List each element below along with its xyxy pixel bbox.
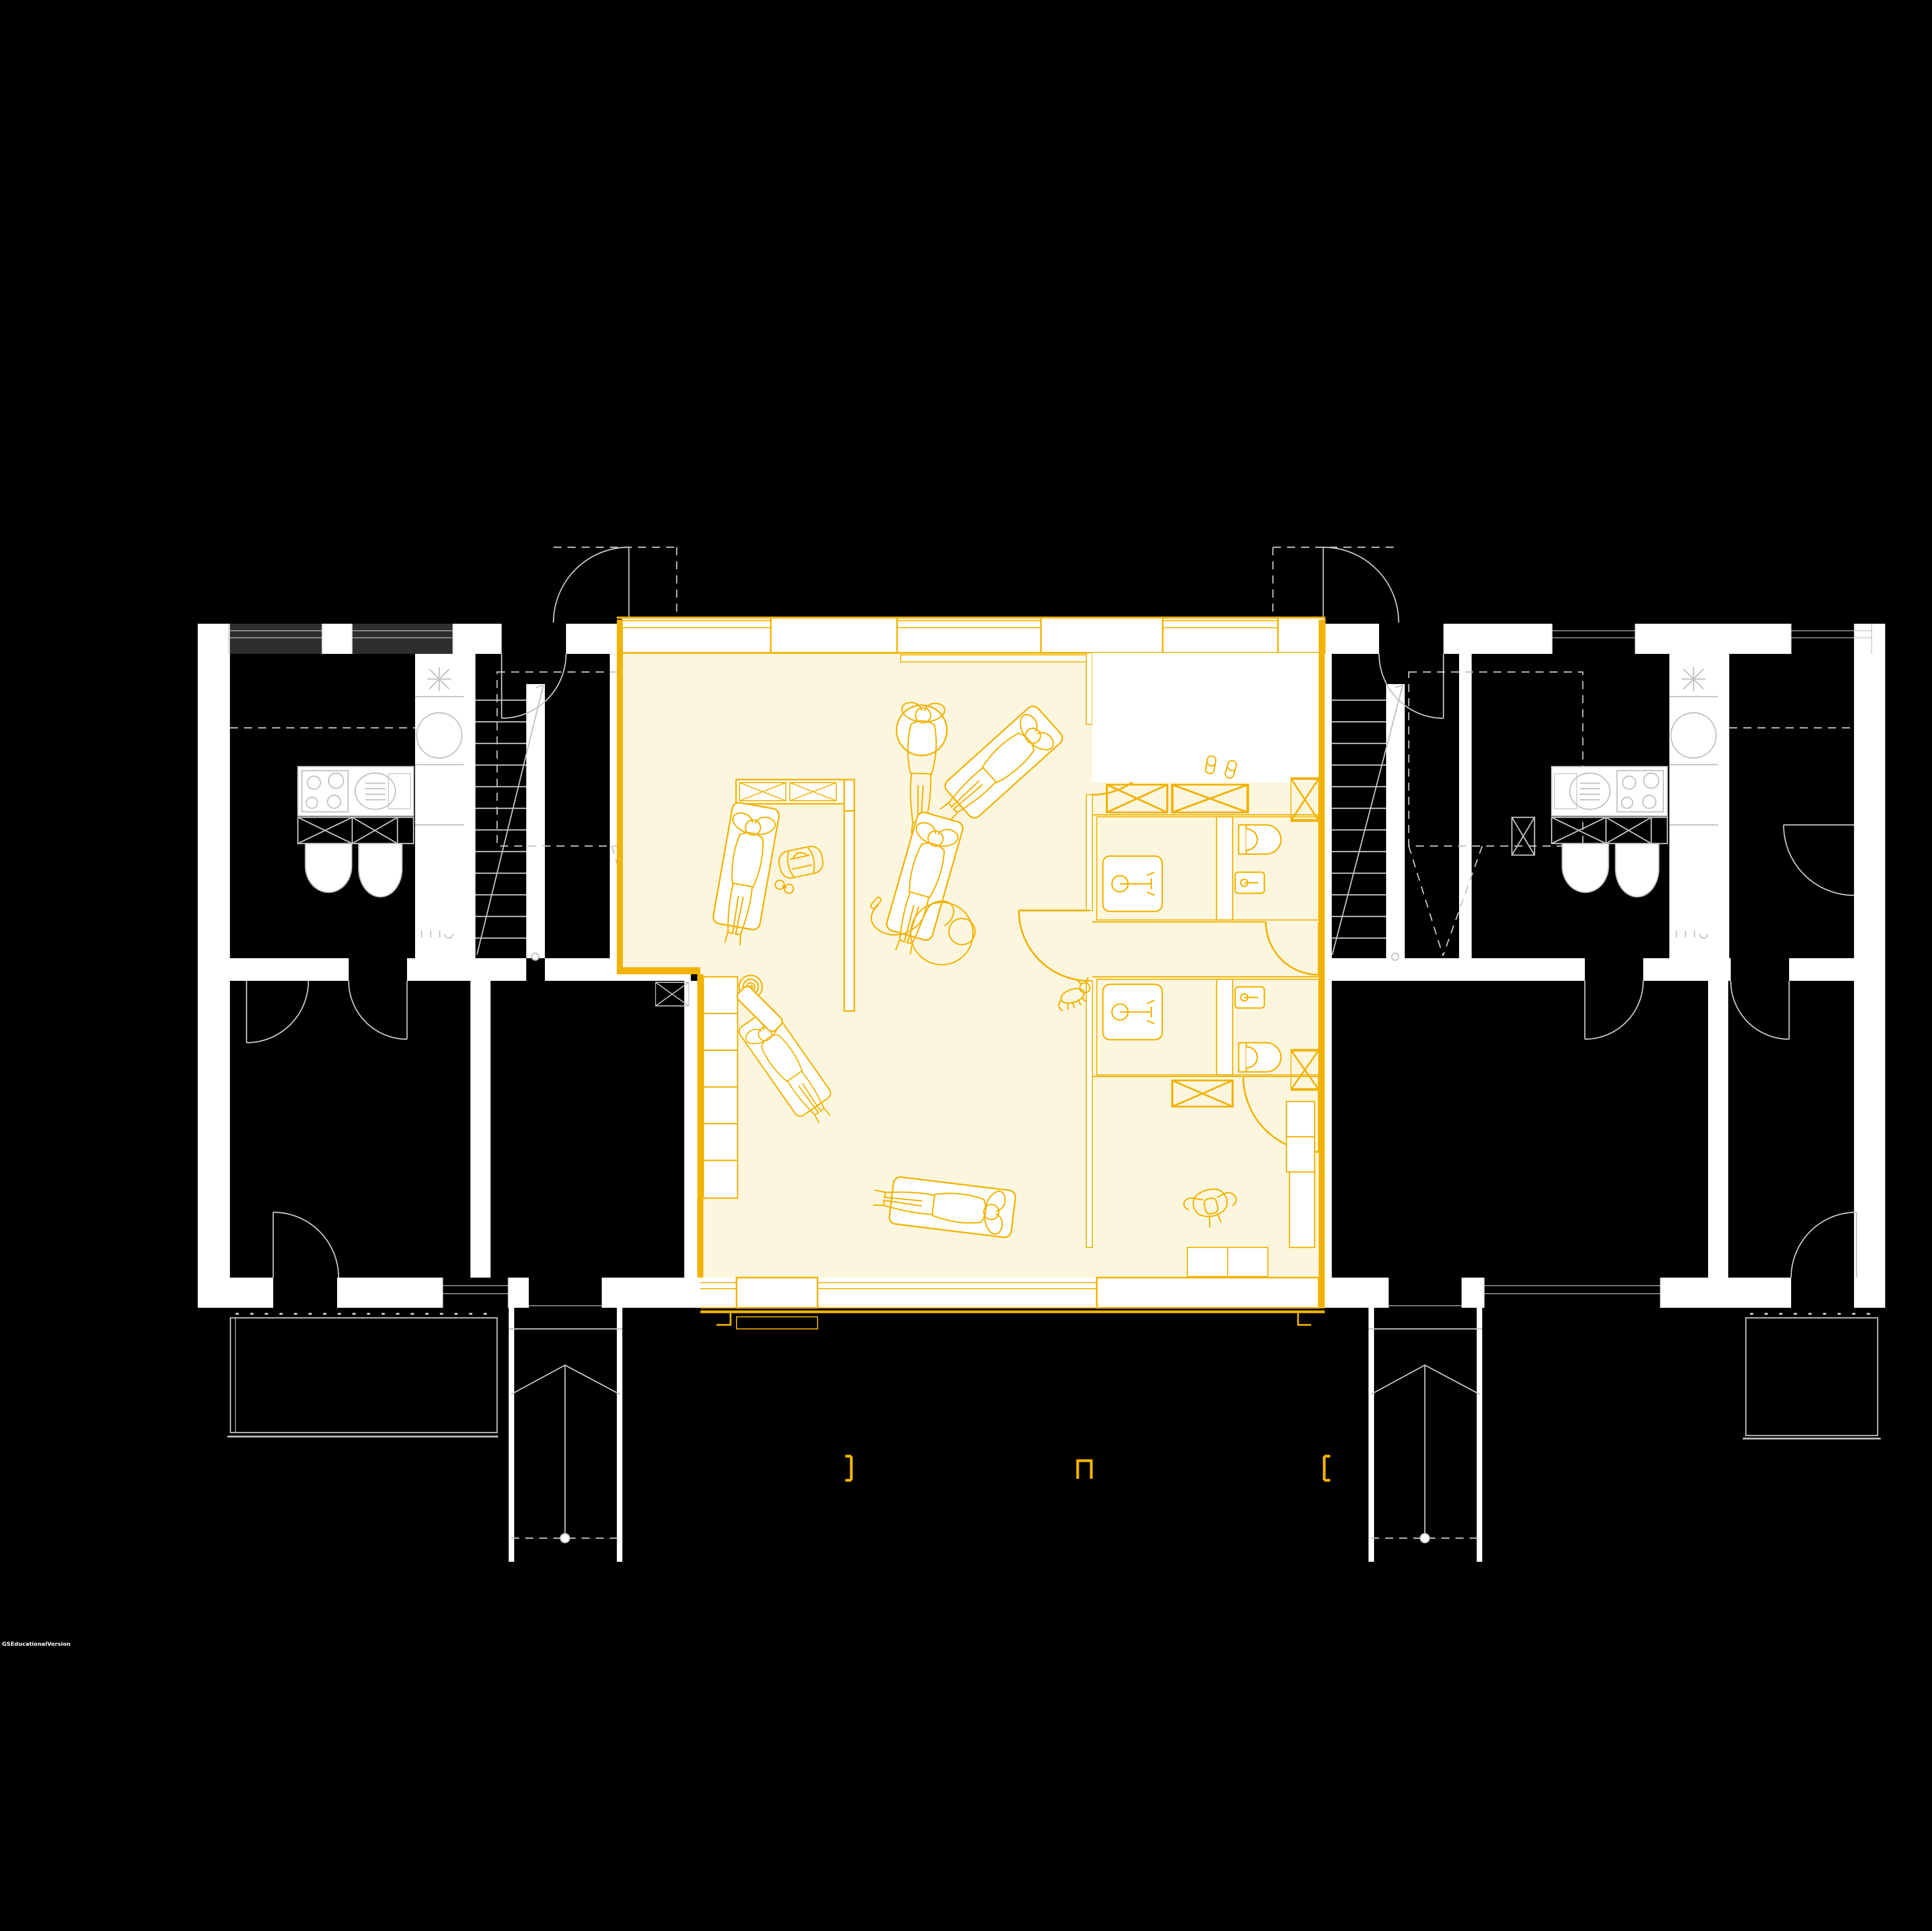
entry-porch-right: [1369, 1308, 1482, 1562]
kitchen-sink: [354, 772, 411, 810]
awning-brackets: [845, 1455, 1330, 1482]
right-staircase: [1331, 653, 1584, 961]
vent-symbol: [427, 667, 451, 691]
right-wing-doors: [1584, 824, 1858, 1278]
studio-shelves: [702, 779, 855, 1199]
mat-roll: [736, 985, 783, 1033]
tall-kitchen-unit: [1669, 654, 1718, 958]
wall-shelf-column: [702, 976, 739, 1199]
person-on-mat-with-ball: [880, 811, 974, 966]
exterior-elements: [227, 546, 1881, 1562]
shower-sink: [1102, 855, 1163, 912]
balcony-left: [227, 1313, 498, 1438]
fridge-circle: [416, 712, 463, 759]
shelf-counter: [735, 779, 845, 805]
tall-kitchen-unit: [415, 654, 464, 958]
jump-rope: [870, 896, 954, 936]
door-swing: [1378, 653, 1444, 719]
shower-sink: [1102, 983, 1163, 1041]
sanitary-fixtures: [304, 843, 403, 898]
studio-people: [709, 701, 1242, 1238]
unit-bottom-wall: [700, 1246, 1325, 1329]
door-swing: [1265, 921, 1320, 976]
studio-props: [736, 844, 976, 1033]
small-ball: [948, 917, 976, 946]
door-swing: [501, 653, 567, 719]
right-kitchen: [1511, 654, 1854, 958]
wc: [1238, 1042, 1282, 1073]
balcony-right: [1743, 1313, 1881, 1440]
unit-wardrobes-lower: [1172, 1050, 1319, 1248]
person-with-ball: [896, 701, 948, 834]
entry-room: [1092, 653, 1319, 782]
highlighted-studio-unit: [617, 616, 1326, 1329]
window: [622, 619, 1278, 653]
unit-walls: [617, 620, 1325, 1308]
top-entry-canopy-right: [1272, 546, 1400, 623]
right-wing: [1324, 624, 1885, 1308]
bathroom-lower: [1092, 976, 1320, 1153]
entry-porch-left: [509, 1308, 622, 1562]
studio-floor: [622, 653, 1319, 1278]
left-wing-doors: [246, 980, 408, 1278]
hand-sink: [1234, 871, 1265, 894]
wall-closet: [1285, 1101, 1316, 1248]
wc: [1238, 824, 1282, 855]
window: [228, 624, 453, 654]
freestanding-wall: [843, 779, 855, 1012]
bathroom-upper: [1092, 814, 1320, 976]
top-entry-canopy-left: [552, 546, 678, 623]
right-wing-walls: [1324, 624, 1885, 1308]
watermark-text: GSEducationalVersion: [2, 1641, 70, 1647]
hand-sink: [1234, 986, 1265, 1009]
left-kitchen: [230, 654, 464, 958]
hob: [301, 770, 349, 813]
